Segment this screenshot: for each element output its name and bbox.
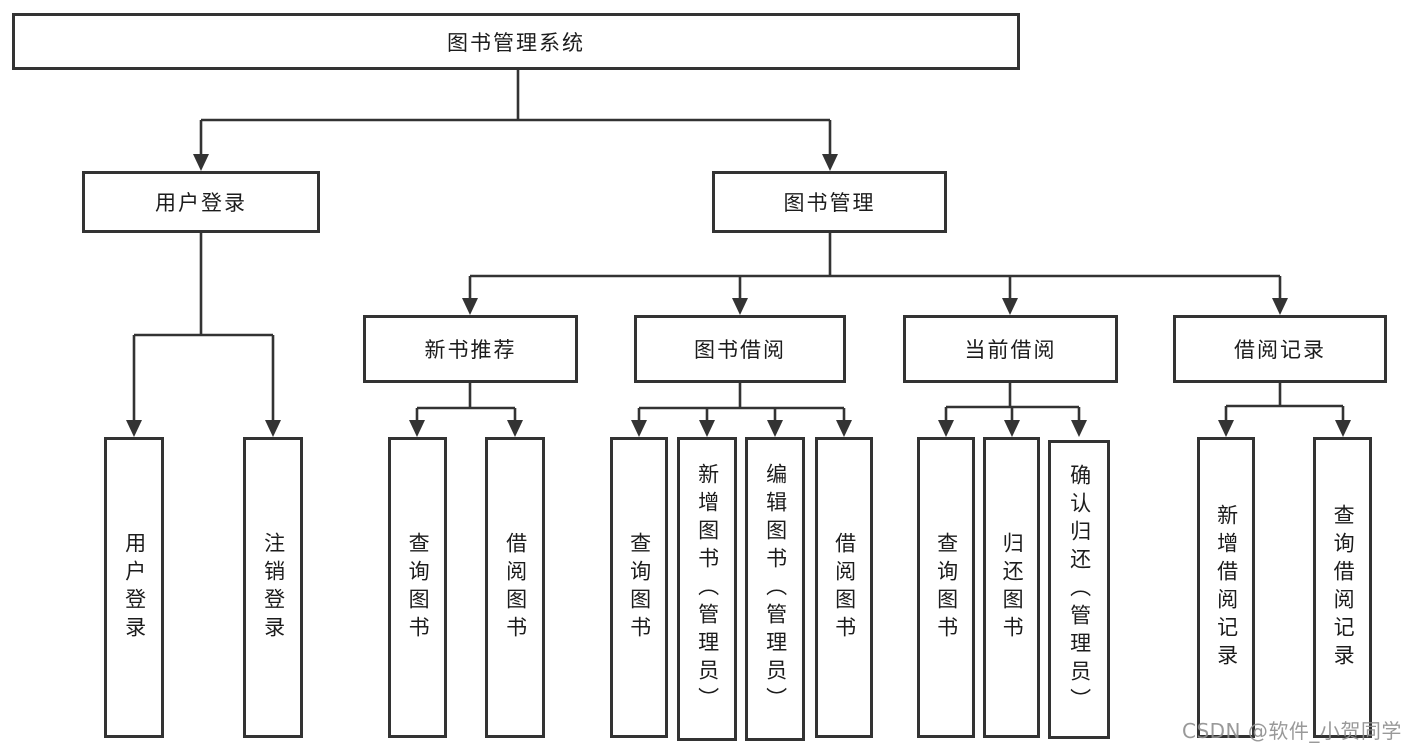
node-borrow-record-label: 借阅记录 xyxy=(1234,338,1326,362)
leaf-user-login: 用户登录 xyxy=(104,437,164,738)
connector-new-book-rec xyxy=(415,383,517,423)
leaf-logout: 注销登录 xyxy=(243,437,303,738)
leaf-borrow-book-b-label: 借阅图书 xyxy=(832,531,857,644)
leaf-query-book-a-label: 查询图书 xyxy=(406,531,431,644)
leaf-add-record-label: 新增借阅记录 xyxy=(1214,503,1239,672)
connector-book-borrow xyxy=(637,383,846,423)
leaf-query-book-c: 查询图书 xyxy=(917,437,975,738)
connector-book-mgmt xyxy=(468,233,1282,301)
leaf-query-book-b: 查询图书 xyxy=(610,437,668,738)
node-user-login-label: 用户登录 xyxy=(155,191,247,215)
arrowheads-user-login xyxy=(126,420,281,437)
connector-current-borrow xyxy=(944,383,1081,423)
leaf-edit-book: 编辑图书（管理员） xyxy=(745,437,805,741)
node-book-borrow-label: 图书借阅 xyxy=(694,338,786,362)
node-current-borrow-label: 当前借阅 xyxy=(964,338,1057,362)
leaf-query-record-label: 查询借阅记录 xyxy=(1331,503,1356,672)
csdn-watermark: CSDN @软件_小贺同学 xyxy=(1182,719,1402,743)
node-root-label: 图书管理系统 xyxy=(447,30,585,55)
node-book-mgmt-label: 图书管理 xyxy=(783,191,876,215)
node-user-login: 用户登录 xyxy=(82,171,320,233)
leaf-borrow-book-b: 借阅图书 xyxy=(815,437,873,738)
leaf-borrow-book-a-label: 借阅图书 xyxy=(503,531,528,644)
leaf-return-book-label: 归还图书 xyxy=(1000,531,1025,644)
leaf-query-book-b-label: 查询图书 xyxy=(627,531,652,644)
node-new-book-rec: 新书推荐 xyxy=(363,315,578,383)
node-book-mgmt: 图书管理 xyxy=(712,171,947,233)
leaf-borrow-book-a: 借阅图书 xyxy=(485,437,545,738)
node-borrow-record: 借阅记录 xyxy=(1173,315,1387,383)
leaf-user-login-label: 用户登录 xyxy=(122,531,147,644)
leaf-logout-label: 注销登录 xyxy=(261,531,286,644)
leaf-add-book: 新增图书（管理员） xyxy=(677,437,737,741)
arrowheads-leaves xyxy=(409,420,1351,437)
arrowheads-level3 xyxy=(462,298,1288,315)
leaf-confirm-return-label: 确认归还（管理员） xyxy=(1067,463,1092,716)
leaf-edit-book-label: 编辑图书（管理员） xyxy=(763,463,788,715)
leaf-confirm-return: 确认归还（管理员） xyxy=(1048,440,1110,739)
connector-root xyxy=(199,70,832,157)
leaf-return-book: 归还图书 xyxy=(983,437,1040,738)
node-root: 图书管理系统 xyxy=(12,13,1020,70)
leaf-query-book-a: 查询图书 xyxy=(388,437,447,738)
connector-user-login xyxy=(132,233,275,423)
node-book-borrow: 图书借阅 xyxy=(634,315,846,383)
node-current-borrow: 当前借阅 xyxy=(903,315,1118,383)
leaf-add-record: 新增借阅记录 xyxy=(1197,437,1255,738)
leaf-query-book-c-label: 查询图书 xyxy=(934,531,959,644)
arrowheads-level2 xyxy=(193,154,838,171)
leaf-query-record: 查询借阅记录 xyxy=(1313,437,1372,738)
node-new-book-rec-label: 新书推荐 xyxy=(424,338,517,362)
leaf-add-book-label: 新增图书（管理员） xyxy=(695,463,720,715)
connector-borrow-record xyxy=(1224,383,1345,423)
